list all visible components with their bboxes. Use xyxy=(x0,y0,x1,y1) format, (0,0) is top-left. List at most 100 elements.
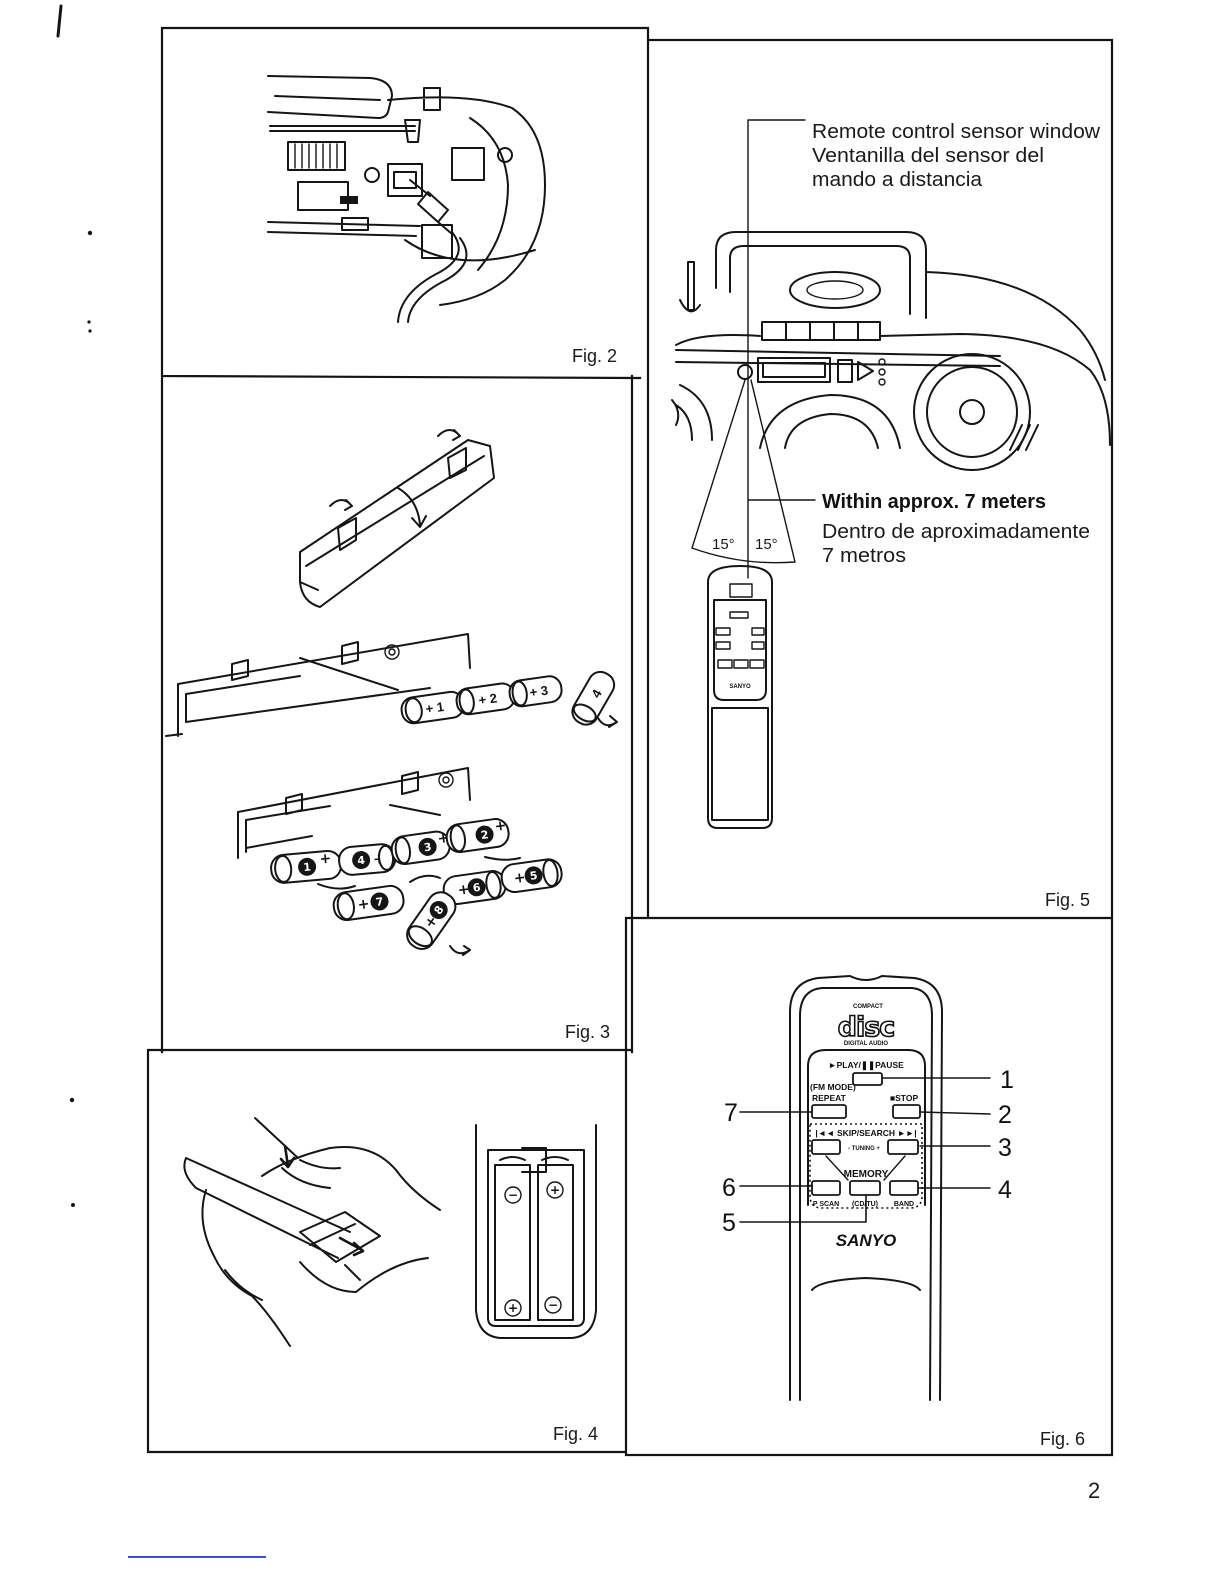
lid-arrows xyxy=(329,429,461,528)
remote-brand: SANYO xyxy=(836,1231,896,1250)
boombox-front xyxy=(671,231,1111,451)
skip-search-label: |◄◄ SKIP/SEARCH ►►| xyxy=(815,1128,916,1138)
plus-sign: + xyxy=(357,896,371,913)
plus-sign: + xyxy=(494,818,508,835)
polarity-mark xyxy=(504,1299,522,1317)
remote-control-small xyxy=(707,565,773,829)
polarity-mark xyxy=(546,1181,564,1199)
polarity-plus: + xyxy=(508,1301,518,1315)
fig2-caption: Fig. 2 xyxy=(572,346,617,366)
angle-left: 15° xyxy=(712,536,735,553)
logo-disc: disc xyxy=(838,1012,895,1043)
spring-contact xyxy=(438,772,454,788)
memory-label: MEMORY xyxy=(844,1169,889,1180)
stop-button[interactable] xyxy=(892,1104,921,1119)
battery-end xyxy=(572,703,597,723)
skip-back-button[interactable] xyxy=(811,1139,841,1155)
p-scan-label: P SCAN xyxy=(813,1201,839,1208)
battery: + 1 xyxy=(400,690,465,725)
battery-end xyxy=(336,892,355,921)
cd-tu-button[interactable] xyxy=(849,1180,881,1196)
fig2-illustration: Fig. 2 xyxy=(267,75,617,366)
polarity-mark xyxy=(504,1186,522,1204)
stop-label: ■STOP xyxy=(890,1093,918,1103)
battery: 1 + xyxy=(270,849,343,884)
callout-1: 1 xyxy=(1000,1066,1014,1094)
battery-number-badge xyxy=(475,825,494,844)
band-button[interactable] xyxy=(889,1180,919,1196)
margin-dot xyxy=(87,320,91,324)
range-label-es-2: 7 metros xyxy=(822,545,906,567)
battery-compartment-top xyxy=(165,633,471,737)
battery-lid xyxy=(299,439,495,608)
battery: 2 + xyxy=(445,818,510,854)
margin-dot xyxy=(87,230,93,236)
play-pause-button[interactable] xyxy=(852,1072,883,1086)
indicator xyxy=(878,358,886,366)
polarity-plus: + xyxy=(550,1183,560,1197)
screw-hole xyxy=(497,147,513,163)
callout-2: 2 xyxy=(998,1101,1012,1129)
spring-contact xyxy=(388,648,396,656)
callout-6: 6 xyxy=(722,1174,736,1202)
cd-lid xyxy=(789,271,881,309)
reception-cone xyxy=(691,379,796,564)
battery: + 2 xyxy=(455,682,516,716)
hands xyxy=(201,1117,441,1347)
insert-arrows xyxy=(317,856,521,956)
remote-sensor-window xyxy=(737,364,753,380)
cd-lid-inner xyxy=(806,280,864,300)
leader-lines xyxy=(747,119,816,579)
battery-end xyxy=(511,680,528,707)
angle-right: 15° xyxy=(755,536,778,553)
logo-digital-audio: DIGITAL AUDIO xyxy=(844,1041,889,1047)
battery: + 8 xyxy=(406,891,457,950)
indicator xyxy=(878,378,886,386)
remote-control-body xyxy=(789,975,943,1401)
battery-label: + 3 xyxy=(529,683,549,700)
sensor-label-es-1: Ventanilla del sensor del xyxy=(812,145,1044,167)
skip-forward-button[interactable] xyxy=(887,1139,919,1155)
band-label: BAND xyxy=(894,1201,914,1208)
margin-marks xyxy=(56,4,93,1207)
plus-sign: + xyxy=(513,870,527,887)
battery-number: 1 xyxy=(303,860,312,874)
battery: 4 + xyxy=(338,843,397,876)
polarity-minus: − xyxy=(548,1298,558,1312)
battery-number-badge xyxy=(418,837,437,856)
fig6-caption: Fig. 6 xyxy=(1040,1429,1085,1449)
battery: + 3 xyxy=(508,675,563,708)
boombox-underside xyxy=(267,75,546,306)
margin-dot xyxy=(69,1097,75,1103)
sensor-label-en: Remote control sensor window xyxy=(812,121,1101,143)
logo-compact: COMPACT xyxy=(853,1004,883,1010)
battery: 3 + xyxy=(390,830,451,866)
battery-end xyxy=(274,854,293,883)
battery-end xyxy=(485,870,502,899)
callout-4: 4 xyxy=(998,1176,1012,1204)
margin-dot xyxy=(71,1203,75,1207)
battery-number-badge xyxy=(524,866,543,885)
battery-number: 2 xyxy=(480,828,489,842)
fig3-caption: Fig. 3 xyxy=(565,1022,610,1042)
p-scan-button[interactable] xyxy=(811,1180,841,1196)
range-label-en: Within approx. 7 meters xyxy=(822,491,1046,513)
speaker-grille xyxy=(294,143,338,169)
play-pause-label: ►PLAY/❚❚PAUSE xyxy=(828,1060,904,1071)
insert-arrow xyxy=(597,715,618,728)
fm-mode-label: (FM MODE) xyxy=(810,1082,856,1092)
remote-small-brand: SANYO xyxy=(729,684,751,690)
slide-arrows xyxy=(279,1144,365,1257)
callout-3: 3 xyxy=(998,1134,1012,1162)
repeat-button[interactable] xyxy=(811,1104,847,1119)
battery-label: + 1 xyxy=(425,699,445,716)
screw-hole xyxy=(364,167,380,183)
battery: + 7 xyxy=(332,884,405,922)
battery-label: + 2 xyxy=(478,690,498,707)
battery-number-badge xyxy=(298,857,317,876)
sensor-label-es-2: mando a distancia xyxy=(812,169,983,191)
battery-end xyxy=(407,925,433,948)
voltage-switch xyxy=(340,196,358,204)
fig6-illustration: COMPACT disc DIGITAL AUDIO ►PLAY/❚❚PAUSE… xyxy=(722,975,1085,1449)
